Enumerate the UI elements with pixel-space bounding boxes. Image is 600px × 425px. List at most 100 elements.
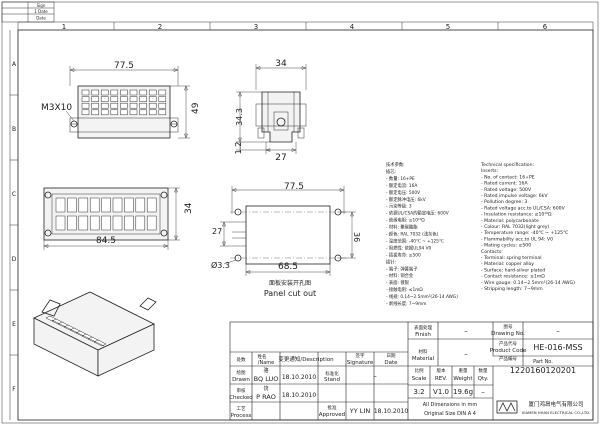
spec-line: Contacts: xyxy=(481,249,503,255)
front-view: 77.5 49 M3X10 xyxy=(41,61,201,139)
spec-line: - Insulation resistance: ≥10¹⁰Ω xyxy=(481,212,552,218)
spec-line: - Flammability acc.to UL 94: V0 xyxy=(481,236,553,242)
bottom-contact-cell xyxy=(135,215,146,231)
hdr-name-cn: 姓名 xyxy=(258,353,267,360)
bottom-contact-cell xyxy=(124,215,134,231)
company-logo xyxy=(496,400,518,414)
spec-line: - 插拔寿命: ≥500 xyxy=(386,251,421,258)
material-value: – xyxy=(464,350,468,358)
hdr-date-cn: 日期 xyxy=(387,353,396,359)
hdr-count-cn: 处数 xyxy=(237,356,246,363)
bottom-contact-cell xyxy=(146,197,157,213)
front-contact-cell xyxy=(148,109,157,116)
drawing-no-value: – xyxy=(556,327,560,335)
row-drawn-name: BQ LUO xyxy=(254,375,279,383)
spec-en: Technical specification:Inserts:- No. of… xyxy=(480,162,575,292)
hdr-signature-en: Signature xyxy=(347,360,374,366)
bottom-contact-cell xyxy=(89,197,100,213)
spec-line: - 剥线长度: 7~9mm xyxy=(386,300,426,307)
bottom-contact-cell xyxy=(67,197,77,213)
spec-line: - Wire gauge: 0.14~2.5mm²(26-14 AWG) xyxy=(481,280,575,286)
strip-label-sign: Sign xyxy=(37,3,46,8)
row-drawn-en: Drawn xyxy=(232,377,250,383)
bottom-contact-cell xyxy=(89,215,100,231)
bottom-contact-cell xyxy=(124,197,134,213)
spec-line: - 额定电压: 500V xyxy=(386,189,420,196)
approved-en: Approved xyxy=(319,412,345,418)
spec-line: 技术参数: xyxy=(386,161,405,168)
front-contact-cell xyxy=(110,96,119,102)
spec-line: - Rated voltage: 500V xyxy=(481,187,532,193)
drawing-no-cn: 图号 xyxy=(504,324,513,330)
spec-line: - 温度范围: -40℃ ~ +125℃ xyxy=(386,237,444,244)
bottom-contact-cell xyxy=(67,215,77,231)
spec-line: - Colour: RAL 7032(light grey) xyxy=(481,224,549,230)
front-contact-cell xyxy=(148,102,157,109)
row-drawn-cn: 绘图 xyxy=(237,369,246,376)
scale-value: 3:2 xyxy=(413,388,424,396)
bottom-contact-cell xyxy=(112,197,123,213)
drawing-no-en: Drawing No. xyxy=(491,331,525,337)
row-checked-name: P RAO xyxy=(256,393,276,401)
front-contact-cell xyxy=(120,109,128,116)
row-checked-date: 18.10.2010 xyxy=(282,392,317,399)
spec-line: - 依据UL/CSA的额定电压: 600V xyxy=(386,210,449,217)
dim-side-27: 27 xyxy=(275,153,286,163)
dim-cutout-left: 27 xyxy=(212,227,222,236)
dim-cutout-height: 36 xyxy=(352,232,361,242)
dim-side-34-3: 34.3 xyxy=(235,108,244,126)
bottom-contact-cell xyxy=(101,215,111,231)
spec-line: - 污染等级: 3 xyxy=(386,203,412,210)
spec-line: - Rated current: 16A xyxy=(481,181,528,187)
spec-line: 插芯: xyxy=(386,168,396,175)
hdr-date-en: Date xyxy=(384,360,398,366)
front-contact-cell xyxy=(100,96,109,102)
front-contact-cell xyxy=(158,89,167,96)
strip-label-1date: 1 Date xyxy=(34,9,48,14)
spec-line: - 表面: 镀银 xyxy=(386,279,410,286)
spec-line: 插针: xyxy=(386,258,396,265)
cutout-caption-cn: 面板安装开孔图 xyxy=(269,279,311,287)
spec-line: - Material: copper alloy xyxy=(481,261,534,267)
front-contact-cell xyxy=(139,96,147,102)
front-contact-cell xyxy=(91,102,99,109)
front-contact-cell xyxy=(81,102,90,109)
front-contact-cell xyxy=(81,96,90,102)
isometric-view xyxy=(33,291,157,377)
spec-line: - Rated voltage acc.to UL/CSA: 600V xyxy=(481,205,566,211)
rev-value: V1.0 xyxy=(433,388,449,396)
material-cn: 材料 xyxy=(419,348,428,355)
front-contact-cell xyxy=(148,96,157,102)
front-contact-cell xyxy=(81,89,90,96)
spec-line: - Material: polycarbonate xyxy=(481,218,539,224)
zone-top-2: 2 xyxy=(158,23,162,31)
front-contact-cell xyxy=(139,89,147,96)
qty-en: Qty. xyxy=(478,376,489,382)
label-screw: M3X10 xyxy=(41,103,72,113)
front-contact-cell xyxy=(120,89,128,96)
dim-bottom-height: 34 xyxy=(184,202,194,214)
spec-line: Technical specification: xyxy=(480,162,535,168)
product-code-value: HE-016-MSS xyxy=(533,343,582,352)
spec-line: - 阻燃性: 依据UL94 V0 xyxy=(386,244,432,251)
spec-line: - Temperature range: -40℃ ~ +125℃ xyxy=(481,230,568,236)
stand-en: Stand xyxy=(324,377,340,383)
dim-top-width: 77.5 xyxy=(114,61,134,71)
scale-en: Scale xyxy=(412,376,427,382)
rev-en: REV. xyxy=(435,376,447,382)
front-contact-cell xyxy=(129,89,138,96)
zone-top-1: 1 xyxy=(62,23,66,31)
note-dimensions: All Dimensions in mm xyxy=(423,402,478,408)
spec-line: - 线规: 0.14~2.5mm²(26-14 AWG) xyxy=(386,293,458,300)
spec-line: - 端子: 弹簧端子 xyxy=(386,265,418,272)
spec-line: - 材料: 聚碳酸酯 xyxy=(386,224,418,231)
front-contact-cell xyxy=(110,89,119,96)
zone-side-a: A xyxy=(12,61,17,68)
row-checked-name-cn: 饶 xyxy=(263,385,268,392)
bottom-contact-cell xyxy=(78,215,89,231)
cutout-caption-en: Panel cut out xyxy=(264,289,316,298)
bottom-contact-cell xyxy=(135,197,146,213)
bottom-contact-cell xyxy=(112,215,123,231)
